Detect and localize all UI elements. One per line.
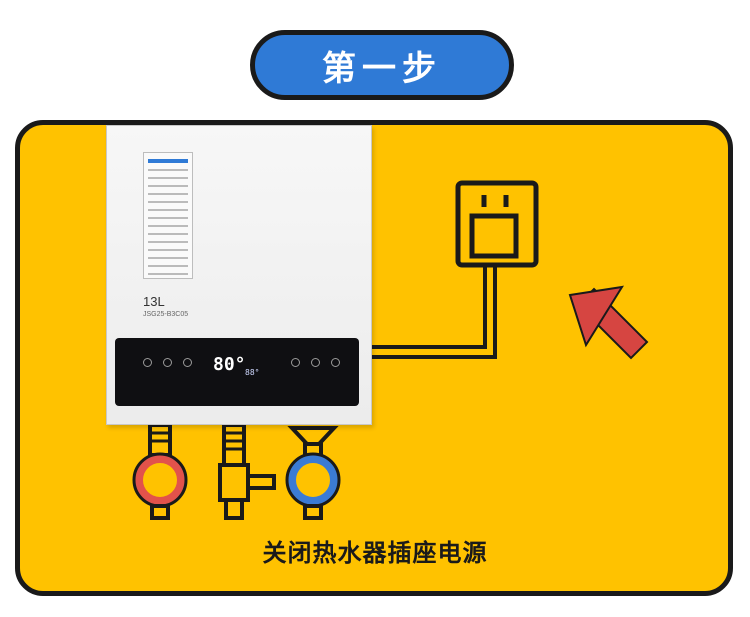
- temp-up-button-icon: [291, 358, 300, 367]
- pointer-arrow-icon: [568, 285, 649, 360]
- temperature-small-display: 88°: [245, 368, 260, 377]
- power-button-icon: [143, 358, 152, 367]
- spec-sticker: [143, 152, 193, 279]
- step-badge: 第一步: [250, 30, 514, 100]
- mode-button-icon: [163, 358, 172, 367]
- gas-valve-icon: [218, 423, 276, 520]
- temperature-display: 80°: [213, 354, 246, 375]
- heater-model: 13L: [143, 294, 165, 309]
- step-badge-label: 第一步: [322, 48, 442, 89]
- temp-down-button-icon: [311, 358, 320, 367]
- setting-button-icon: [183, 358, 192, 367]
- wall-socket-icon: [455, 180, 539, 268]
- hot-water-valve-icon: [132, 423, 188, 520]
- heater-control-panel: 80° 88°: [115, 338, 359, 406]
- timer-button-icon: [331, 358, 340, 367]
- cold-water-valve-icon: [285, 426, 341, 520]
- water-heater: 13L JSG25-B3C05 80° 88°: [106, 125, 372, 425]
- power-cord-icon: [372, 262, 497, 359]
- heater-serial: JSG25-B3C05: [143, 311, 189, 318]
- step-caption: 关闭热水器插座电源: [262, 539, 488, 567]
